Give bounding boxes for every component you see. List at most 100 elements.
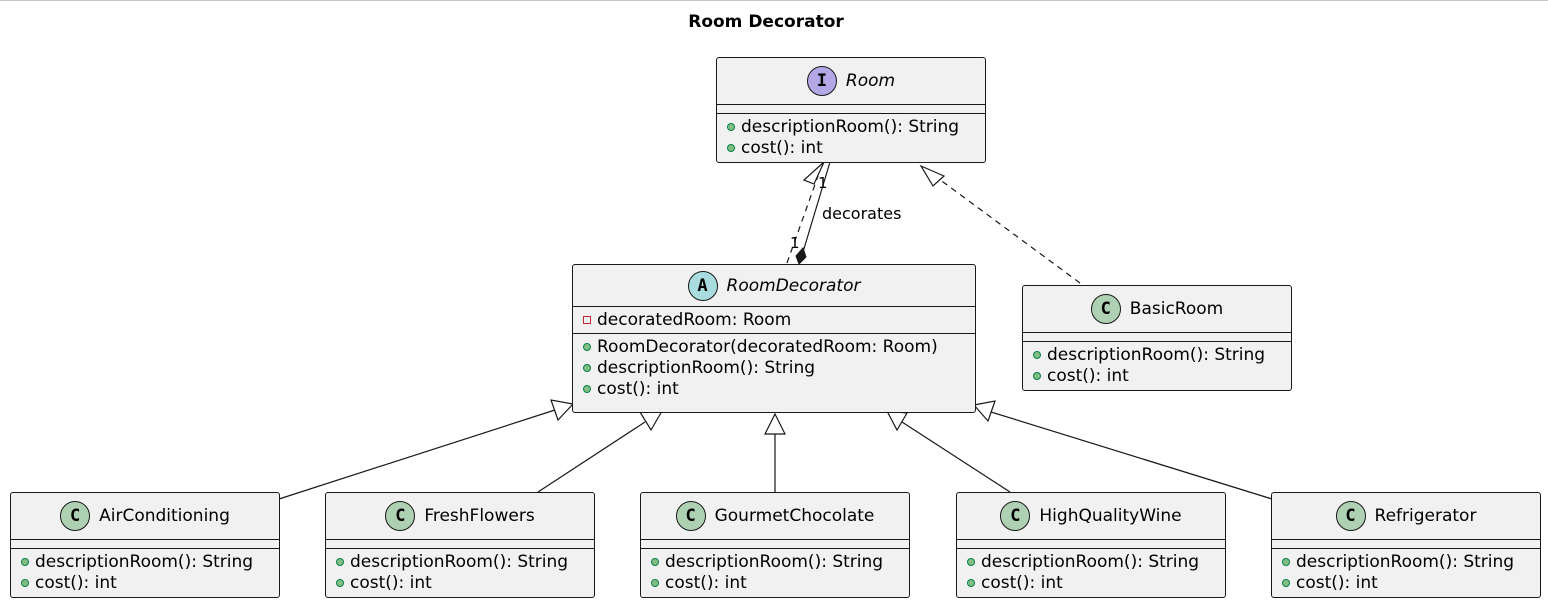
realization-decorator-to-room (786, 175, 819, 264)
class-header: A RoomDecorator (573, 265, 975, 307)
class-header: C Refrigerator (1272, 493, 1540, 540)
arrowhead-generalization-freshflowers (638, 410, 664, 432)
methods-section: descriptionRoom(): String cost(): int (326, 549, 594, 596)
class-badge-icon: C (675, 501, 706, 531)
field-row: decoratedRoom: Room (583, 309, 975, 330)
class-name: BasicRoom (1129, 299, 1224, 319)
method-row: cost(): int (1282, 572, 1540, 593)
public-visibility-icon (336, 557, 344, 566)
arrowhead-realization-decorator (802, 161, 825, 185)
fields-section (641, 540, 909, 549)
public-visibility-icon (967, 578, 975, 587)
class-badge-icon: C (1335, 501, 1366, 531)
method-row: descriptionRoom(): String (1033, 344, 1291, 365)
class-room[interactable]: I Room descriptionRoom(): String cost():… (716, 57, 986, 163)
class-header: C FreshFlowers (326, 493, 594, 540)
class-basicroom[interactable]: C BasicRoom descriptionRoom(): String co… (1022, 285, 1292, 391)
methods-section: descriptionRoom(): String cost(): int (11, 549, 279, 596)
class-badge-icon: C (1000, 501, 1031, 531)
arrowhead-generalization-highqualitywine (885, 410, 908, 432)
method-row: cost(): int (336, 572, 594, 593)
class-name: GourmetChocolate (714, 506, 875, 526)
method-row: descriptionRoom(): String (1282, 551, 1540, 572)
class-badge-icon: C (60, 501, 91, 531)
public-visibility-icon (1282, 557, 1290, 566)
public-visibility-icon (583, 342, 591, 351)
generalization-refrigerator (990, 411, 1273, 500)
generalization-freshflowers (537, 421, 646, 493)
arrowhead-realization-basicroom (919, 164, 946, 187)
public-visibility-icon (651, 578, 659, 587)
public-visibility-icon (727, 122, 735, 131)
public-visibility-icon (336, 578, 344, 587)
arrowhead-generalization-airconditioning (550, 399, 575, 422)
class-freshflowers[interactable]: C FreshFlowers descriptionRoom(): String… (325, 492, 595, 598)
class-header: I Room (717, 58, 985, 105)
public-visibility-icon (967, 557, 975, 566)
fields-section (957, 540, 1225, 549)
composition-diamond (795, 247, 807, 265)
multiplicity-decorator: 1 (790, 234, 800, 252)
methods-section: descriptionRoom(): String cost(): int (957, 549, 1225, 596)
class-gourmetchocolate[interactable]: C GourmetChocolate descriptionRoom(): St… (640, 492, 910, 598)
method-row: descriptionRoom(): String (583, 357, 975, 378)
methods-section: RoomDecorator(decoratedRoom: Room) descr… (573, 334, 975, 402)
class-name: Room (845, 71, 896, 91)
multiplicity-room: 1 (818, 174, 828, 192)
method-row: cost(): int (651, 572, 909, 593)
private-visibility-icon (583, 315, 591, 324)
class-name: HighQualityWine (1039, 506, 1182, 526)
public-visibility-icon (1033, 350, 1041, 359)
methods-section: descriptionRoom(): String cost(): int (641, 549, 909, 596)
diagram-title: Room Decorator (688, 12, 844, 32)
public-visibility-icon (21, 557, 29, 566)
method-row: cost(): int (583, 378, 975, 399)
public-visibility-icon (1282, 578, 1290, 587)
arrowhead-generalization-refrigerator (972, 400, 996, 423)
method-row: RoomDecorator(decoratedRoom: Room) (583, 336, 975, 357)
fields-section (1023, 333, 1291, 342)
public-visibility-icon (583, 384, 591, 393)
class-highqualitywine[interactable]: C HighQualityWine descriptionRoom(): Str… (956, 492, 1226, 598)
class-header: C HighQualityWine (957, 493, 1225, 540)
class-header: C BasicRoom (1023, 286, 1291, 333)
fields-section: decoratedRoom: Room (573, 307, 975, 334)
class-airconditioning[interactable]: C AirConditioning descriptionRoom(): Str… (10, 492, 280, 598)
public-visibility-icon (727, 143, 735, 152)
public-visibility-icon (651, 557, 659, 566)
fields-section (11, 540, 279, 549)
methods-section: descriptionRoom(): String cost(): int (1023, 342, 1291, 389)
method-row: descriptionRoom(): String (651, 551, 909, 572)
method-row: descriptionRoom(): String (21, 551, 279, 572)
top-border-line (0, 0, 1548, 1)
abstract-badge-icon: A (687, 270, 718, 301)
class-name: Refrigerator (1374, 506, 1477, 526)
generalization-airconditioning (278, 409, 556, 500)
method-row: descriptionRoom(): String (967, 551, 1225, 572)
association-label: decorates (822, 204, 902, 223)
method-row: descriptionRoom(): String (336, 551, 594, 572)
fields-section (1272, 540, 1540, 549)
method-row: cost(): int (21, 572, 279, 593)
method-row: cost(): int (1033, 365, 1291, 386)
class-refrigerator[interactable]: C Refrigerator descriptionRoom(): String… (1271, 492, 1541, 598)
class-name: RoomDecorator (726, 275, 861, 296)
public-visibility-icon (583, 363, 591, 372)
realization-basicroom-to-room (934, 175, 1081, 284)
method-row: descriptionRoom(): String (727, 116, 985, 137)
method-row: cost(): int (967, 572, 1225, 593)
class-header: C AirConditioning (11, 493, 279, 540)
public-visibility-icon (1033, 371, 1041, 380)
class-name: FreshFlowers (424, 506, 535, 526)
method-row: cost(): int (727, 137, 985, 158)
fields-section (326, 540, 594, 549)
class-roomdecorator[interactable]: A RoomDecorator decoratedRoom: Room Room… (572, 264, 976, 413)
class-header: C GourmetChocolate (641, 493, 909, 540)
fields-section (717, 105, 985, 114)
methods-section: descriptionRoom(): String cost(): int (1272, 549, 1540, 596)
class-badge-icon: C (385, 501, 416, 531)
class-badge-icon: C (1090, 294, 1121, 324)
association-decorates (802, 161, 831, 253)
generalization-highqualitywine (901, 421, 1011, 493)
